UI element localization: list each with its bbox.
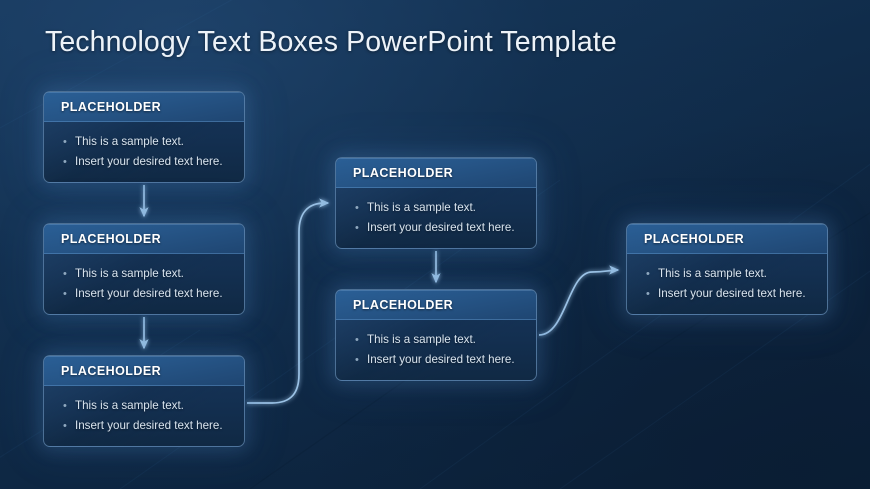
node-title: PLACEHOLDER <box>61 231 162 246</box>
bullet-icon: • <box>63 136 67 148</box>
node-title: PLACEHOLDER <box>353 297 454 312</box>
bullet-text: Insert your desired text here. <box>658 287 806 300</box>
text-box-node[interactable]: PLACEHOLDER • This is a sample text. • I… <box>626 223 828 315</box>
list-item: • Insert your desired text here. <box>355 219 526 237</box>
list-item: • Insert your desired text here. <box>63 285 234 303</box>
bullet-icon: • <box>63 400 67 412</box>
bullet-text: This is a sample text. <box>75 267 184 280</box>
list-item: • This is a sample text. <box>63 265 234 283</box>
node-body: • This is a sample text. • Insert your d… <box>336 188 536 237</box>
list-item: • This is a sample text. <box>63 133 234 151</box>
node-title: PLACEHOLDER <box>353 165 454 180</box>
text-box-node[interactable]: PLACEHOLDER • This is a sample text. • I… <box>43 355 245 447</box>
bullet-text: Insert your desired text here. <box>367 221 515 234</box>
node-header: PLACEHOLDER <box>44 356 244 386</box>
bullet-icon: • <box>63 288 67 300</box>
bullet-icon: • <box>63 156 67 168</box>
node-header: PLACEHOLDER <box>44 224 244 254</box>
bullet-text: This is a sample text. <box>75 135 184 148</box>
bullet-text: Insert your desired text here. <box>75 155 223 168</box>
list-item: • This is a sample text. <box>355 199 526 217</box>
text-box-node[interactable]: PLACEHOLDER • This is a sample text. • I… <box>43 91 245 183</box>
bullet-icon: • <box>355 222 359 234</box>
node-title: PLACEHOLDER <box>61 363 162 378</box>
node-body: • This is a sample text. • Insert your d… <box>44 122 244 171</box>
bullet-icon: • <box>355 354 359 366</box>
text-box-node[interactable]: PLACEHOLDER • This is a sample text. • I… <box>43 223 245 315</box>
node-header: PLACEHOLDER <box>44 92 244 122</box>
bullet-icon: • <box>63 268 67 280</box>
bullet-text: This is a sample text. <box>367 201 476 214</box>
list-item: • This is a sample text. <box>63 397 234 415</box>
node-body: • This is a sample text. • Insert your d… <box>627 254 827 303</box>
bullet-text: This is a sample text. <box>75 399 184 412</box>
bullet-text: This is a sample text. <box>658 267 767 280</box>
bullet-text: Insert your desired text here. <box>367 353 515 366</box>
node-body: • This is a sample text. • Insert your d… <box>336 320 536 369</box>
list-item: • Insert your desired text here. <box>63 417 234 435</box>
list-item: • Insert your desired text here. <box>355 351 526 369</box>
node-header: PLACEHOLDER <box>336 158 536 188</box>
list-item: • Insert your desired text here. <box>646 285 817 303</box>
node-title: PLACEHOLDER <box>644 231 745 246</box>
connector-arrow-5-to-6 <box>538 265 620 336</box>
text-box-node[interactable]: PLACEHOLDER • This is a sample text. • I… <box>335 289 537 381</box>
bullet-icon: • <box>646 288 650 300</box>
bullet-text: Insert your desired text here. <box>75 419 223 432</box>
bullet-icon: • <box>355 334 359 346</box>
bullet-icon: • <box>63 420 67 432</box>
node-body: • This is a sample text. • Insert your d… <box>44 254 244 303</box>
bullet-icon: • <box>646 268 650 280</box>
text-box-node[interactable]: PLACEHOLDER • This is a sample text. • I… <box>335 157 537 249</box>
list-item: • This is a sample text. <box>355 331 526 349</box>
node-header: PLACEHOLDER <box>627 224 827 254</box>
page-title: Technology Text Boxes PowerPoint Templat… <box>45 26 617 58</box>
connector-arrow-3-to-4 <box>247 198 330 404</box>
node-header: PLACEHOLDER <box>336 290 536 320</box>
node-title: PLACEHOLDER <box>61 99 162 114</box>
list-item: • Insert your desired text here. <box>63 153 234 171</box>
bullet-text: This is a sample text. <box>367 333 476 346</box>
node-body: • This is a sample text. • Insert your d… <box>44 386 244 435</box>
list-item: • This is a sample text. <box>646 265 817 283</box>
bullet-text: Insert your desired text here. <box>75 287 223 300</box>
bullet-icon: • <box>355 202 359 214</box>
